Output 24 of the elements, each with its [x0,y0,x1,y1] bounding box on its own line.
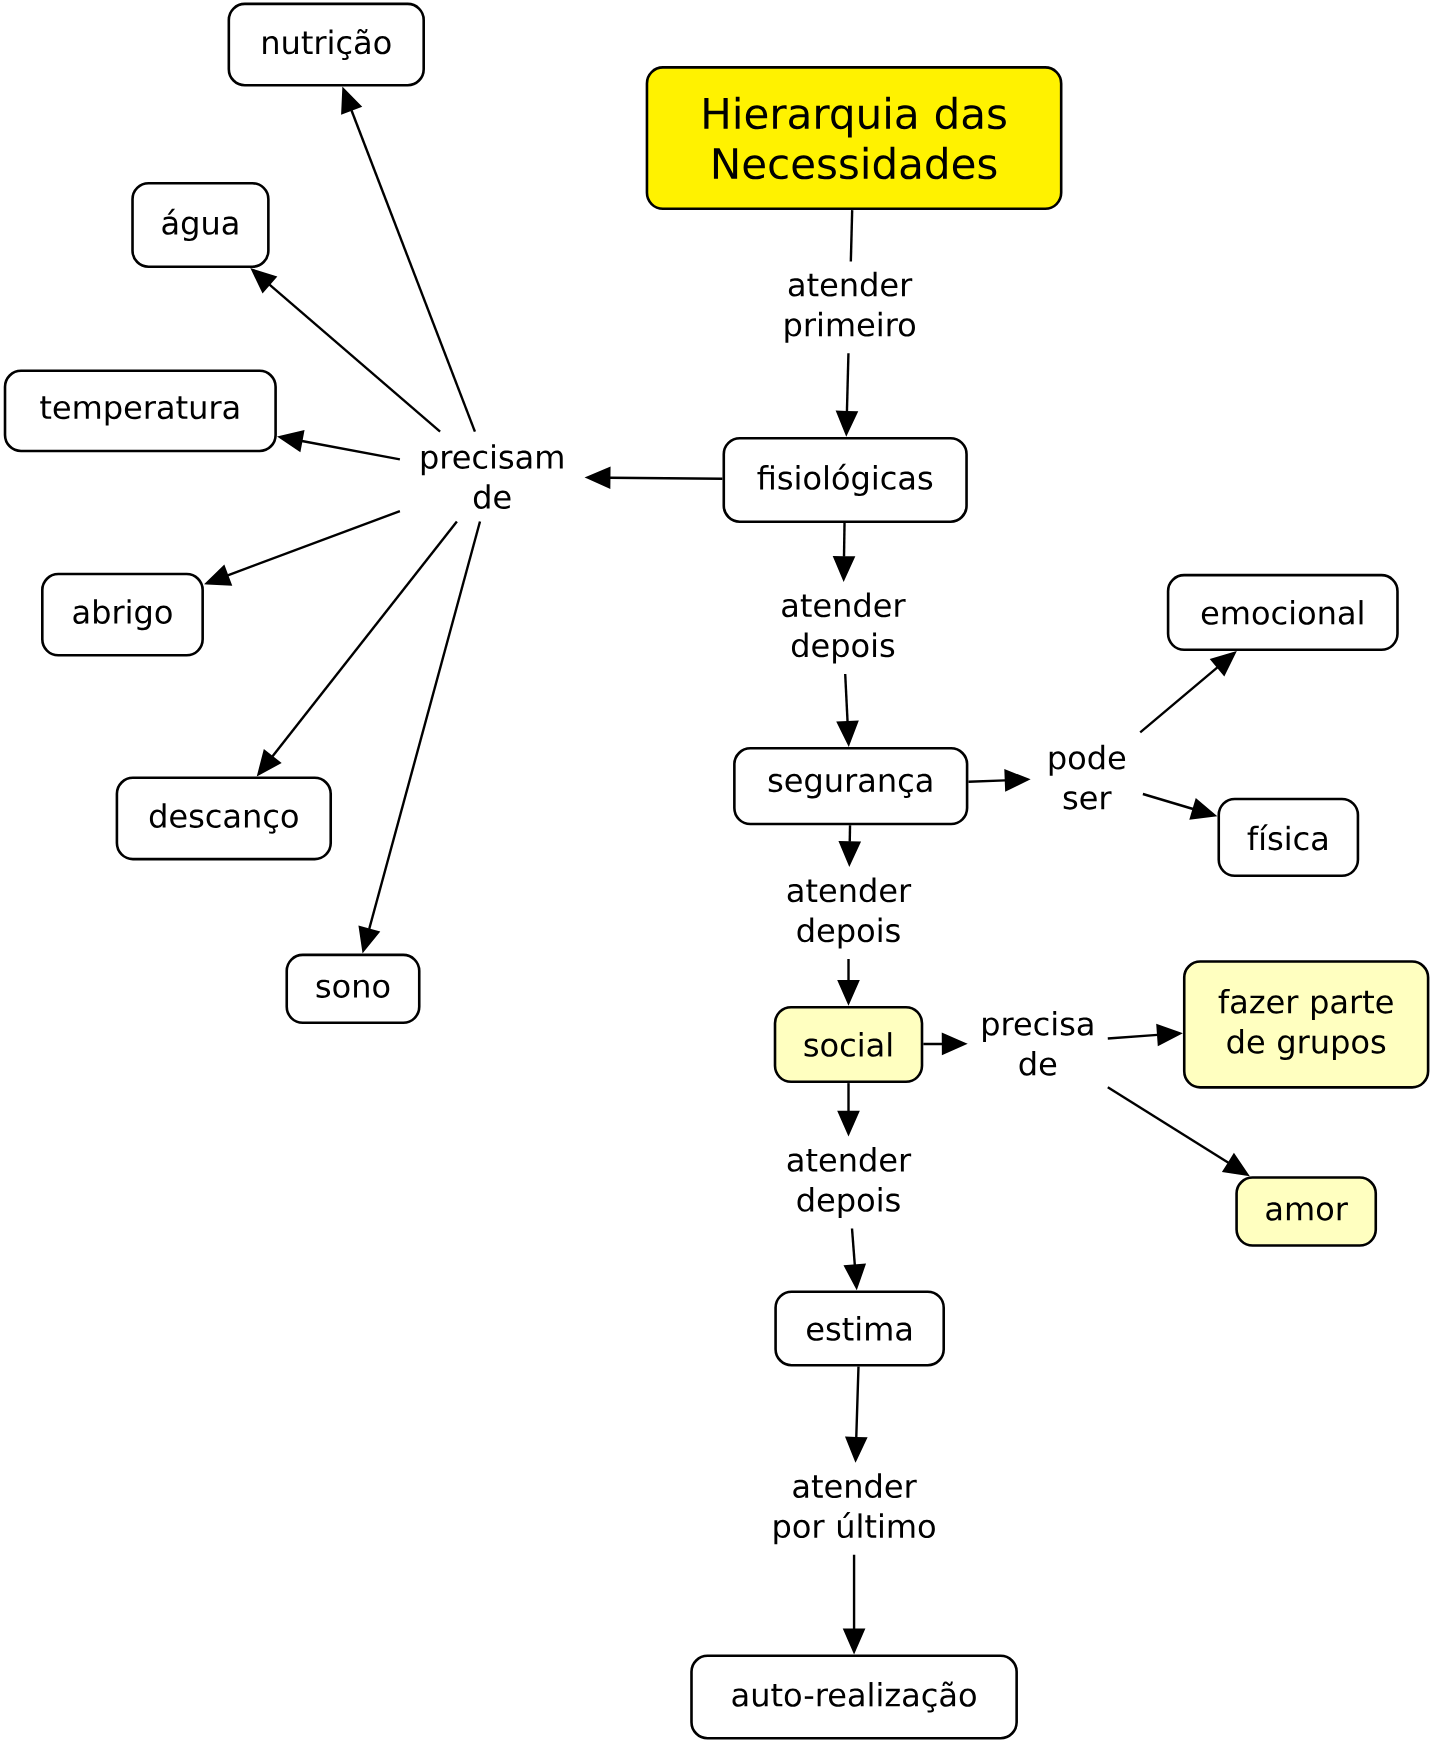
concept-box: emocional [1166,573,1399,652]
concept-box: física [1217,797,1359,878]
title-box: Hierarquia das Necessidades [645,66,1063,211]
concept-box: sono [285,953,421,1025]
linking-phrase: atender depois [759,582,927,674]
concept-box: auto-realização [690,1654,1018,1740]
concept-box: segurança [732,747,969,826]
concept-box: água [131,181,270,268]
concept-box: temperatura [3,369,277,453]
linking-phrase: atender depois [764,1137,932,1229]
concept-box: fisiológicas [722,436,968,523]
linking-phrase: precisa de [968,998,1108,1088]
linking-phrase: precisam de [400,432,584,522]
concept-box: fazer parte de grupos [1182,960,1430,1089]
concept-box: estima [774,1290,945,1367]
concept-box: descanço [115,776,332,861]
linking-phrase: atender primeiro [757,261,942,353]
concept-box: amor [1235,1176,1377,1247]
concept-box: social [773,1005,924,1084]
linking-phrase: atender depois [764,867,932,959]
concept-box: abrigo [40,572,204,657]
concept-box: nutrição [227,2,425,87]
linking-phrase: pode ser [1030,732,1143,822]
linking-phrase: atender por último [748,1463,960,1555]
